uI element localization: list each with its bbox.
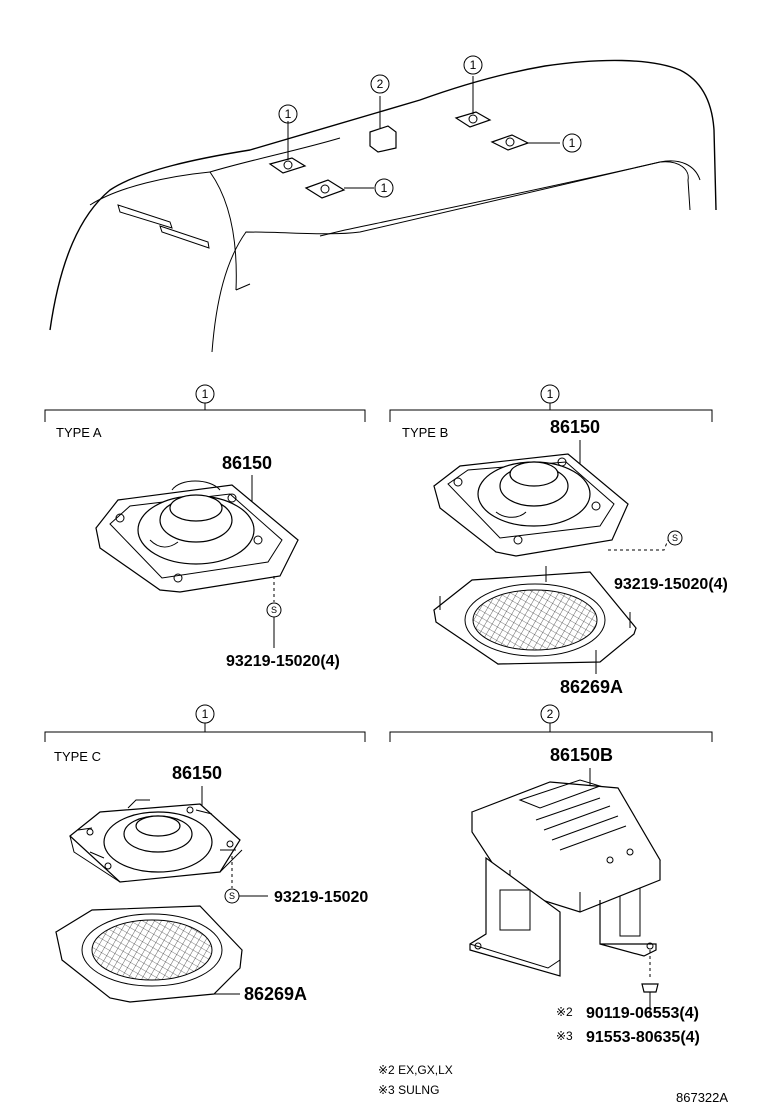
- bolt-part-number-2: 91553-80635(4): [586, 1029, 700, 1046]
- amplifier-part-number: 86150B: [550, 745, 613, 765]
- roof-center-line: [319, 161, 661, 237]
- section-bracket: [44, 723, 366, 742]
- type-label: TYPE A: [56, 425, 102, 440]
- callout-number: 1: [202, 707, 209, 721]
- reference-code: 867322A: [676, 1090, 728, 1105]
- section-bracket: [389, 403, 713, 422]
- screw-part-number: 93219-15020(4): [614, 576, 728, 593]
- callout-number: 2: [377, 77, 384, 91]
- svg-text:S: S: [229, 891, 235, 901]
- callout-1: 1: [374, 178, 394, 198]
- roof-overview: 1 2 1 1 1: [49, 55, 717, 353]
- bolt-mark-2: ※3: [556, 1029, 573, 1043]
- callout-2: 2: [540, 704, 560, 724]
- screw-part-number: 93219-15020: [274, 889, 368, 906]
- roof-pillar-line: [209, 137, 341, 291]
- callout-number: 1: [470, 58, 477, 72]
- speaker-grille: [433, 566, 637, 665]
- section-type-c: 1 TYPE C 86150 S 93219-15020 8: [44, 704, 368, 1004]
- callout-number: 1: [202, 387, 209, 401]
- grille-part-number: 86269A: [244, 984, 307, 1004]
- section-amplifier: 2 86150B ※2 90119-06553(4) ※3 91553-: [389, 704, 713, 1046]
- roof-speaker-mark: [490, 134, 560, 151]
- section-bracket: [389, 723, 713, 742]
- speaker-part-number: 86150: [222, 453, 272, 473]
- callout-number: 1: [547, 387, 554, 401]
- grille-part-number: 86269A: [560, 677, 623, 697]
- note-line: ※3 SULNG: [378, 1083, 439, 1097]
- type-label: TYPE B: [402, 425, 448, 440]
- roof-speaker-mark: [268, 121, 307, 174]
- note-line: ※2 EX,GX,LX: [378, 1063, 453, 1077]
- roof-speaker-mark: [304, 179, 374, 199]
- type-label: TYPE C: [54, 749, 101, 764]
- speaker-part-number: 86150: [550, 417, 600, 437]
- bolt: [641, 983, 659, 1016]
- screw-part-number: 93219-15020(4): [226, 653, 340, 670]
- speaker-assembly: [433, 453, 629, 557]
- callout-2: 2: [370, 74, 390, 94]
- callout-1: 1: [278, 104, 298, 124]
- callout-number: 1: [569, 136, 576, 150]
- roof-slot: [117, 204, 173, 229]
- callout-number: 1: [381, 181, 388, 195]
- dashed-leader: [608, 539, 669, 551]
- roof-outline: [49, 59, 717, 331]
- callout-1: 1: [562, 133, 582, 153]
- callout-1: 1: [463, 55, 483, 75]
- screw-symbol: S: [224, 888, 240, 904]
- roof-side-line: [211, 161, 691, 353]
- callout-1: 1: [195, 704, 215, 724]
- section-bracket: [44, 403, 366, 422]
- bolt-part-number-1: 90119-06553(4): [586, 1005, 699, 1022]
- roof-rear-edge: [659, 160, 701, 181]
- bolt-mark-1: ※2: [556, 1005, 573, 1019]
- screw-symbol: S: [266, 602, 282, 618]
- section-type-a: 1 TYPE A 86150 S 93219-15020(4): [44, 384, 366, 670]
- screw-symbol: S: [667, 530, 683, 546]
- svg-text:S: S: [672, 533, 678, 543]
- speaker-grille: [55, 905, 243, 1003]
- svg-text:S: S: [271, 605, 277, 615]
- roof-amplifier-mark: [369, 96, 397, 153]
- callout-1: 1: [195, 384, 215, 404]
- roof-speaker-mark: [454, 76, 492, 128]
- roof-front-edge: [89, 171, 237, 291]
- speaker-frame: [69, 799, 243, 883]
- callout-number: 1: [285, 107, 292, 121]
- section-type-b: 1 TYPE B 86150 S 93219-15020(4): [389, 384, 728, 697]
- callout-number: 2: [547, 707, 554, 721]
- speaker-assembly: [95, 480, 299, 593]
- speaker-part-number: 86150: [172, 763, 222, 783]
- roof-slot: [159, 225, 210, 249]
- callout-1: 1: [540, 384, 560, 404]
